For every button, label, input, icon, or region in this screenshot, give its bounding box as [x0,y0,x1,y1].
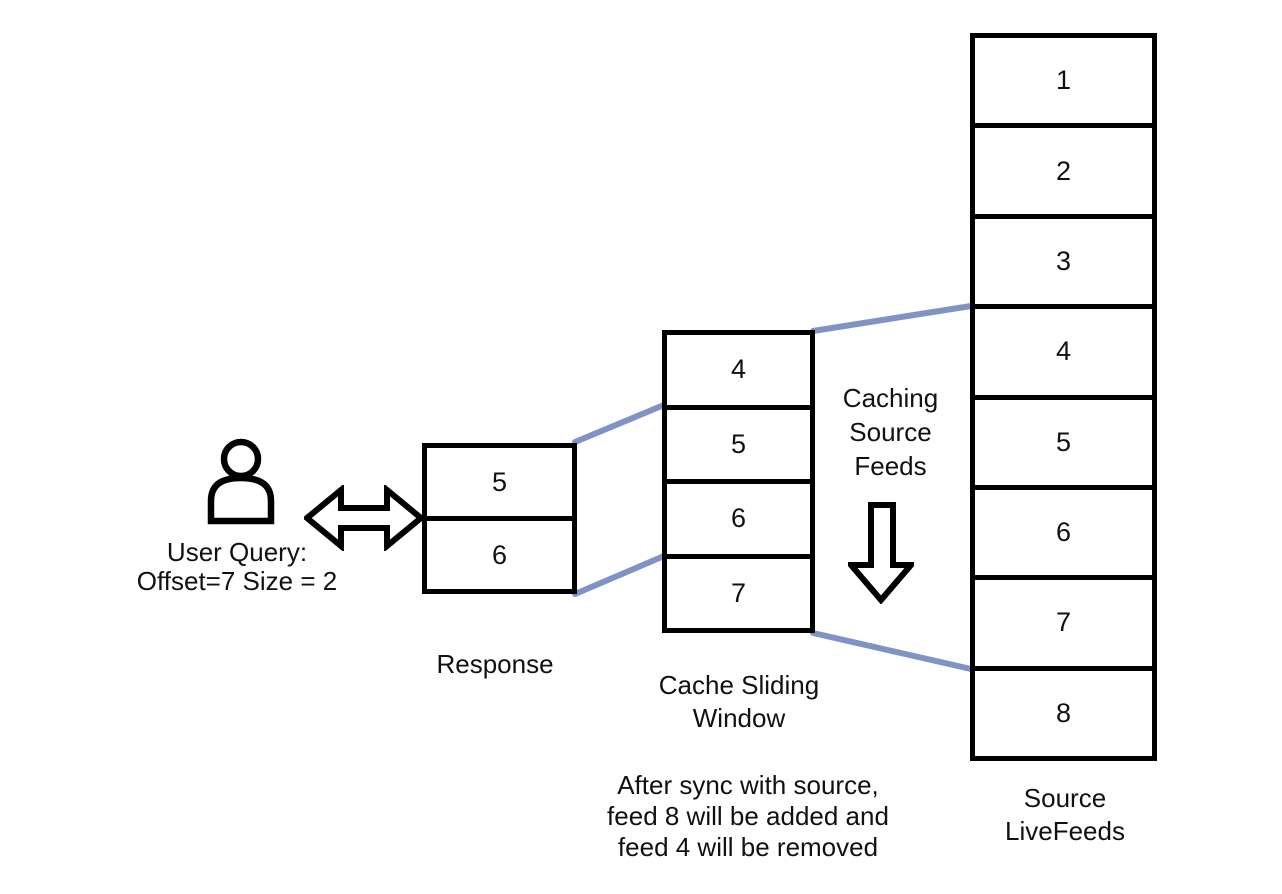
sync-note-line1: After sync with source, [617,770,879,800]
cache-label-line1: Cache Sliding [658,670,820,700]
user-query-line1: User Query: [166,537,308,567]
sync-note-line3: feed 4 will be removed [617,832,879,862]
user-query-line2: Offset=7 Size = 2 [136,566,338,596]
double-arrow-icon [304,485,424,551]
sync-note: After sync with source, feed 8 will be a… [572,770,924,863]
cache-label: Cache Sliding Window [614,669,864,735]
connector-cache-source-top [810,303,974,334]
caching-flow-line3: Feeds [854,451,927,481]
source-cell: 1 [975,38,1152,124]
caching-flow-line2: Source [849,417,932,447]
source-cell: 4 [975,304,1152,395]
source-label-line1: Source [1023,783,1107,813]
source-cell: 2 [975,123,1152,214]
down-arrow-icon [848,502,914,604]
connector-cache-source-bottom [810,630,974,672]
source-cell: 6 [975,484,1152,576]
response-cell: 6 [427,516,572,589]
caching-flow-label: Caching Source Feeds [818,381,963,483]
person-icon [207,438,275,525]
source-cell: 7 [975,575,1152,666]
user-query-caption: User Query: Offset=7 Size = 2 [112,538,362,596]
response-box: 5 6 [422,443,577,594]
source-cell: 8 [975,665,1152,756]
caching-flow-line1: Caching [842,383,939,413]
connector-response-cache-top [572,402,667,445]
source-label: Source LiveFeeds [965,782,1165,848]
source-cell: 5 [975,394,1152,485]
source-cell: 3 [975,213,1152,305]
response-label: Response [436,649,554,679]
response-cell: 5 [427,448,572,516]
cache-sliding-window-box: 4 5 6 7 [662,330,815,633]
connector-response-cache-bottom [572,553,667,597]
cache-cell: 6 [667,479,810,554]
cache-cell: 5 [667,404,810,479]
cache-label-line2: Window [692,703,786,733]
sync-note-line2: feed 8 will be added and [607,801,889,831]
source-livefeeds-box: 1 2 3 4 5 6 7 8 [970,33,1157,761]
cache-cell: 4 [667,335,810,405]
source-label-line2: LiveFeeds [1005,816,1125,846]
cache-cell: 7 [667,553,810,628]
